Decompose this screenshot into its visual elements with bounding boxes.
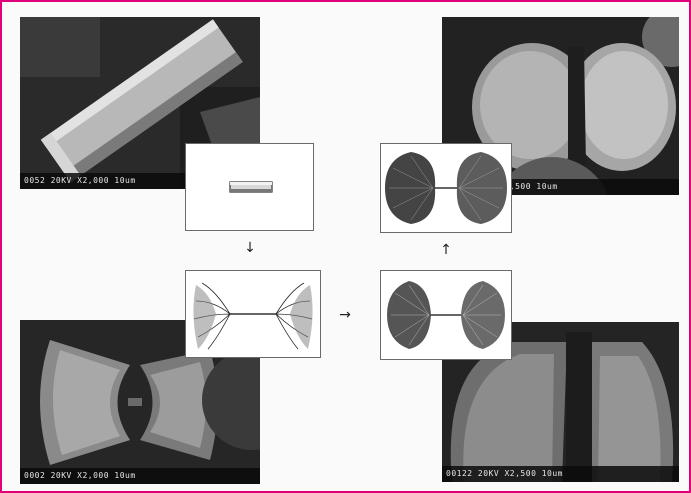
schematic-dumbbell-early — [185, 270, 321, 358]
sem-scale-bar: 00122 20KV X2,500 10um — [442, 466, 679, 482]
arrow-up: ↑ — [436, 240, 456, 260]
early-dumbbell-diagram — [186, 271, 320, 357]
schematic-rod — [185, 143, 314, 231]
dense-dumbbell-diagram — [381, 271, 511, 359]
rod-diagram — [186, 144, 313, 230]
sem-scale-bar: 0002 20KV X2,000 10um — [20, 468, 260, 484]
arrow-down: ↓ — [240, 238, 260, 258]
schematic-dumbbell-dense — [380, 270, 512, 360]
arrow-right: → — [335, 305, 355, 325]
final-dumbbell-diagram — [381, 144, 511, 232]
schematic-dumbbell-final — [380, 143, 512, 233]
